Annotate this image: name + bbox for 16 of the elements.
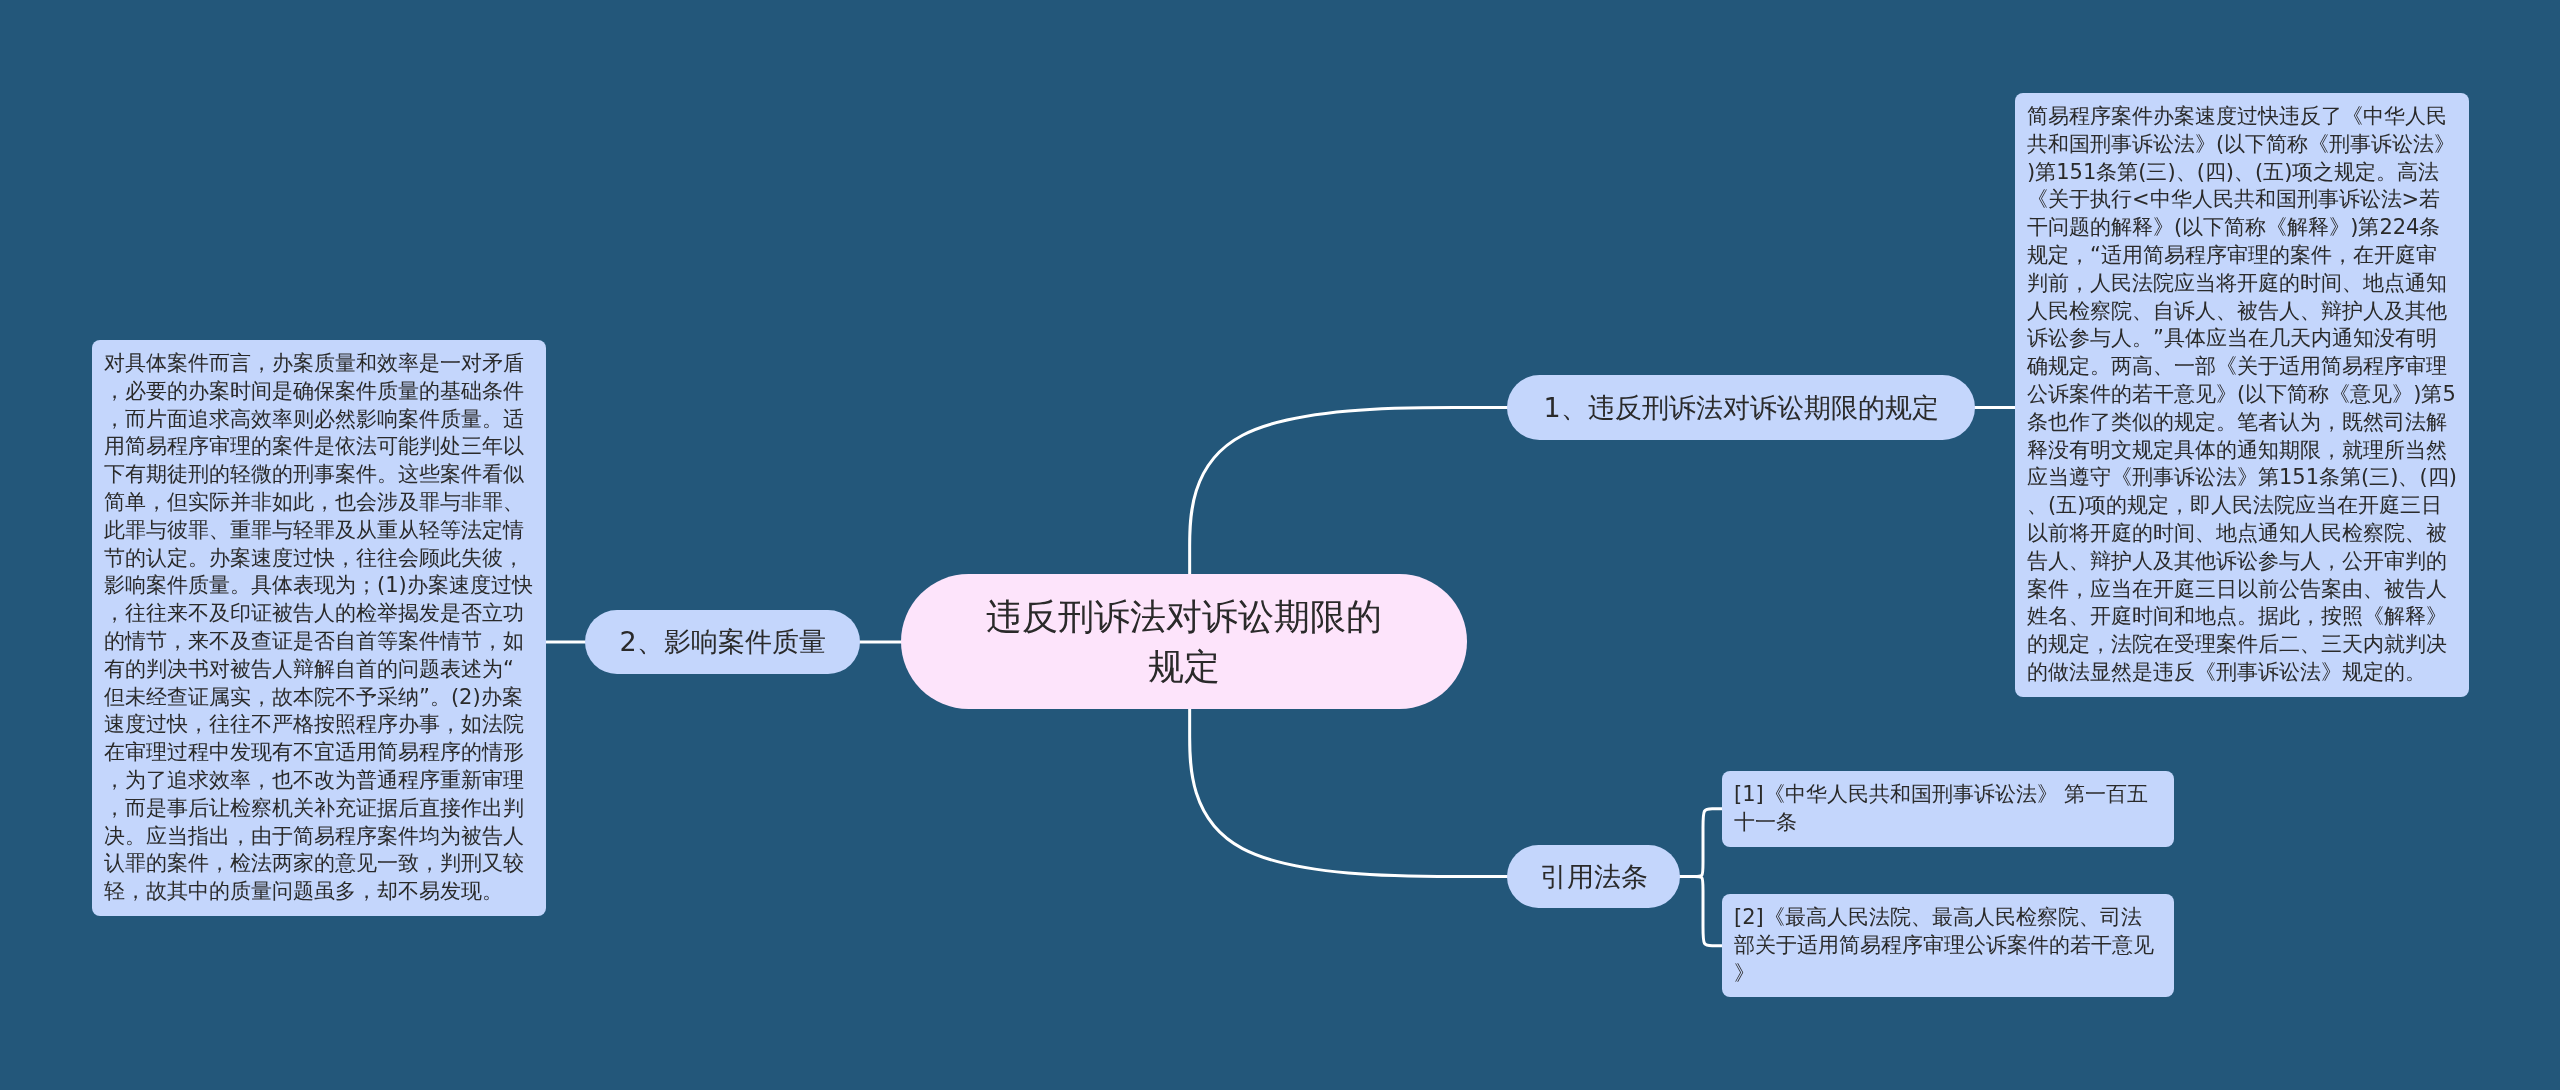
reference-card <box>1722 771 2174 847</box>
reference-text: [2]《最高人民法院、最高人民检察院、司法部关于适用简易程序审理公诉案件的若干意见》 <box>1734 904 2155 987</box>
note-text: 对具体案件而言，办案质量和效率是一对矛盾，必要的办案时间是确保案件质量的基础条件，而片面追求高效率则必然影响案件质量。适用简易程序审理的案件是依法可能判处三年以下有期徒刑的轻微的刑事案件。这些案件看似简单，但实际并非如此，也会涉及罪与非罪、此罪与彼罪、重罪与轻罪及从重从轻等法定情节的认定。办案速度过快，往往会顾此失彼，影响案件质量。具体表现为；(1)办案速度过快，往往来不及印证被告人的检举揭发是否立功的情节，来不及查证是否自首等案件情节，如有的判决书对被告人辩解自首的问题表述为“但未经查证属实，故本院不予采纳”。(2)办案速度过快，往往不严格按照程序办事，如法院在审理过程中发现有不宜适用简易程序的情形，为了追求效率，也不改为普通程序重新审理，而是事后让检察机关补充证据后直接作出判决。应当指出，由于简易程序案件均为被告人认罪的案件，检法两家的意见一致，判刑又较轻，故其中的质量问题虽多，却不易发现。 <box>104 350 534 906</box>
connector-line <box>1188 707 1509 878</box>
connector-line <box>1973 406 2017 409</box>
branch-text: 引用法条 <box>1539 859 1648 894</box>
branch-text: 1、违反刑诉法对诉讼期限的规定 <box>1543 390 1939 425</box>
connector-line <box>858 640 903 644</box>
topic-text: 违反刑诉法对诉讼期限的规定 <box>985 594 1383 689</box>
connector-line <box>1678 875 1724 948</box>
connector-line <box>1188 406 1509 576</box>
connector-line <box>544 640 587 644</box>
reference-card <box>1722 894 2174 998</box>
branch-text: 2、影响案件质量 <box>619 625 826 659</box>
note-text: 简易程序案件办案速度过快违反了《中华人民共和国刑事诉讼法》(以下简称《刑事诉讼法》)第151条第(三)、(四)、(五)项之规定。高法《关于执行<中华人民共和国刑事诉讼法>若干问题的解释》(以下简称《解释》)第224条规定，“适用简易程序审理的案件，在开庭审判前，人民法院应当将开庭的时间、地点通知人民检察院、自诉人、被告人、辩护人及其他诉讼参与人。”具体应当在几天内通知没有明确规定。两高、一部《关于适用简易程序审理公诉案件的若干意见》(以下简称《意见》)第5条也作了类似的规定。笔者认为，既然司法解释没有明文规定具体的通知期限，就理所当然应当遵守《刑事诉讼法》第151条第(三)、(四)、(五)项的规定，即人民法院应当在开庭三日以前将开庭的时间、地点通知人民检察院、被告人、辩护人及其他诉讼参与人，公开审判的案件，应当在开庭三日以前公告案由、被告人姓名、开庭时间和地点。据此，按照《解释》的规定，法院在受理案件后二、三天内就判决的做法显然是违反《刑事诉讼法》规定的。 <box>2027 103 2457 686</box>
reference-text: [1]《中华人民共和国刑事诉讼法》 第一百五十一条 <box>1734 781 2150 836</box>
